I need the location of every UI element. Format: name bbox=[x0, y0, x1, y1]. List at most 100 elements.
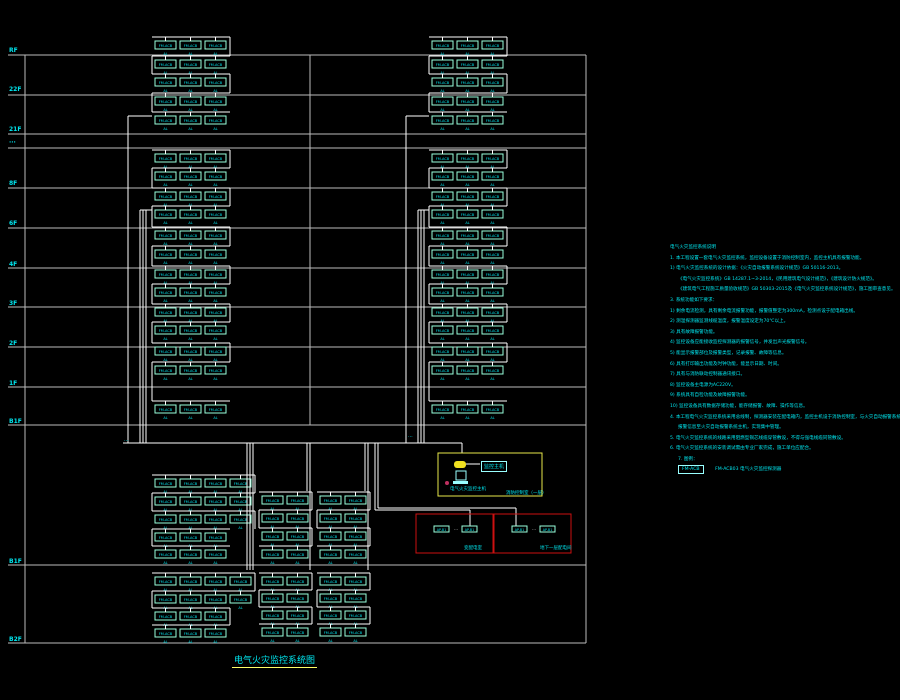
detector-label: AL bbox=[440, 89, 444, 93]
detector-text: FM-ACB bbox=[461, 350, 475, 354]
detector-label: AL bbox=[270, 507, 274, 511]
detector-text: FM-ACB bbox=[159, 195, 173, 199]
detector-text: FM-ACB bbox=[159, 536, 173, 540]
detector-label: AL bbox=[213, 337, 217, 341]
detector-text: FM-ACB bbox=[436, 329, 450, 333]
detector-text: FM-ACB bbox=[486, 408, 500, 412]
detector-text: FM-ACB bbox=[324, 597, 338, 601]
detector-label: AL bbox=[188, 561, 192, 565]
detector-label: AL bbox=[440, 108, 444, 112]
monitor-host-label: 监控主机 bbox=[481, 461, 508, 472]
detector-label: AL bbox=[163, 221, 167, 225]
monitor-detector: FM-ACB AL bbox=[481, 404, 504, 420]
detector-text: FM-ACB bbox=[159, 369, 173, 373]
detector-text: FM-ACB bbox=[209, 157, 223, 161]
detector-label: AL bbox=[188, 89, 192, 93]
riser-mark-right: ··· bbox=[408, 434, 413, 440]
control-room-frame bbox=[437, 452, 543, 497]
detector-text: FM-ACB bbox=[349, 517, 363, 521]
detector-label: AL bbox=[328, 525, 332, 529]
detector-text: FM-ACB bbox=[461, 100, 475, 104]
detector-text: FM-ACB bbox=[291, 499, 305, 503]
detector-label: AL bbox=[188, 358, 192, 362]
detector-text: FM-ACB bbox=[436, 369, 450, 373]
control-room-label: 消防控制室（一层） bbox=[506, 491, 547, 496]
note-line: 7) 具有与消防联动控制器通讯接口。 bbox=[670, 372, 746, 378]
detector-text: FM-ACB bbox=[159, 157, 173, 161]
detector-text: FM-ACB bbox=[234, 580, 248, 584]
detector-label: AL bbox=[213, 221, 217, 225]
detector-label: AL bbox=[188, 71, 192, 75]
note-line: 8) 监控设备主电源为AC220V。 bbox=[670, 382, 736, 388]
detector-text: FM-ACB bbox=[436, 253, 450, 257]
detector-label: AL bbox=[163, 71, 167, 75]
detector-text: FM-ACB bbox=[461, 195, 475, 199]
legend-row: FM-ACB FM-ACB03 电气火灾监控探测器 bbox=[670, 465, 900, 476]
note-line: 1. 本工程设置一套电气火灾监控系统，监控设备设置于消防控制室内，监控主机具有报… bbox=[670, 255, 865, 261]
detector-text: FM-ACB bbox=[461, 81, 475, 85]
detector-label: AL bbox=[490, 416, 494, 420]
detector-text: FM-ACB bbox=[486, 291, 500, 295]
detector-text: FM-ACB bbox=[234, 598, 248, 602]
detector-label: AL bbox=[213, 299, 217, 303]
detector-text: FM-ACB bbox=[486, 81, 500, 85]
detector-text: FM-ACB bbox=[159, 44, 173, 48]
note-line: 2) 测温探测器监测线缆温度，报警温度设定为70℃以上。 bbox=[670, 319, 789, 325]
legend-desc: 电气火灾监控探测器 bbox=[739, 467, 782, 473]
floor-label: 1F bbox=[9, 380, 18, 387]
floor-label: 6F bbox=[9, 220, 18, 227]
drawing-title: 电气火灾监控系统图 bbox=[232, 653, 318, 668]
detector-text: FM-ACB bbox=[184, 311, 198, 315]
detector-text: FM-ACB bbox=[159, 213, 173, 217]
detector-label: AL bbox=[188, 588, 192, 592]
detector-label: AL bbox=[188, 221, 192, 225]
detector-label: AL bbox=[238, 526, 242, 530]
detector-text: FM-ACB bbox=[184, 119, 198, 123]
detector-text: FM-ACB bbox=[184, 273, 198, 277]
detector-label: AL bbox=[440, 337, 444, 341]
detector-text: FM-ACB bbox=[266, 499, 280, 503]
note-line: 《电气火灾监控系统》GB 14287.1~3-2014，《民用建筑电气设计规范》… bbox=[678, 276, 877, 282]
detector-text: FM-ACB bbox=[436, 175, 450, 179]
detector-text: FM-ACB bbox=[461, 63, 475, 67]
detector-text: FM-ACB bbox=[436, 119, 450, 123]
detector-label: AL bbox=[465, 108, 469, 112]
detector-text: FM-ACB bbox=[324, 517, 338, 521]
detector-label: AL bbox=[440, 377, 444, 381]
detector-label: AL bbox=[295, 639, 299, 643]
detector-label: AL bbox=[163, 561, 167, 565]
detector-text: FM-ACB bbox=[184, 580, 198, 584]
detector-text: FM-ACB bbox=[486, 234, 500, 238]
detector-label: AL bbox=[188, 108, 192, 112]
detector-text: FM-ACB bbox=[234, 500, 248, 504]
detector-text: FM-ACB bbox=[159, 408, 173, 412]
detector-label: AL bbox=[490, 221, 494, 225]
